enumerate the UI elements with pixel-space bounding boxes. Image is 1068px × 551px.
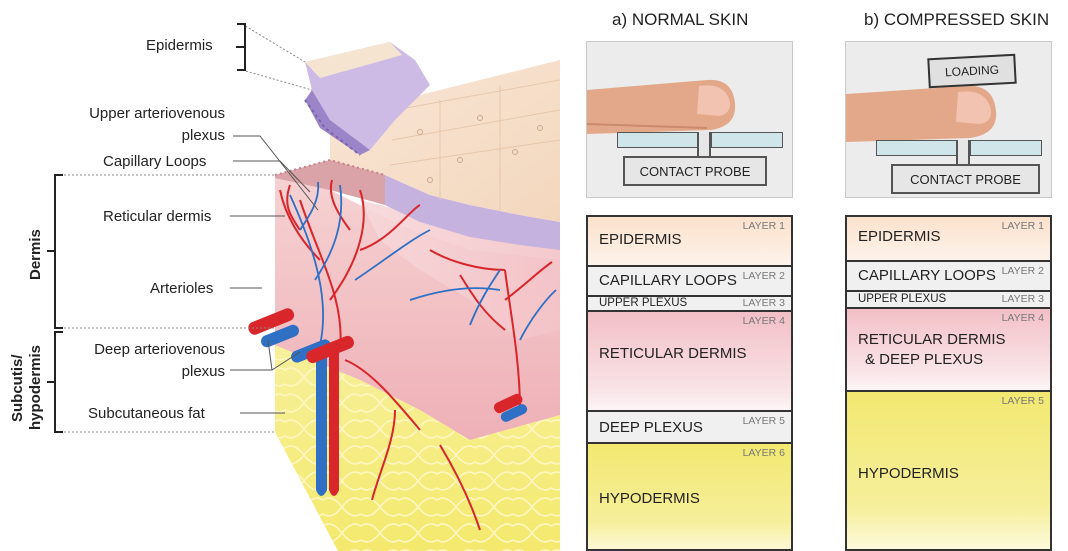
label-arterioles: Arterioles	[150, 280, 213, 297]
label-reticular-dermis: Reticular dermis	[103, 208, 211, 225]
probe-glass-right-compressed	[970, 140, 1042, 156]
label-dermis-bracket: Dermis	[27, 229, 44, 280]
probe-glass-left-compressed	[876, 140, 958, 156]
normal-layer-1: EPIDERMIS LAYER 1	[588, 217, 791, 267]
label-subcutaneous-fat: Subcutaneous fat	[88, 405, 205, 422]
probe-stem-compressed	[956, 140, 970, 164]
compressed-layer-4: RETICULAR DERMIS & DEEP PLEXUS LAYER 4	[847, 309, 1050, 392]
main-artery	[329, 350, 339, 490]
normal-layer-4: RETICULAR DERMIS LAYER 4	[588, 312, 791, 412]
main-vein	[316, 350, 327, 490]
normal-skin-title: a) NORMAL SKIN	[612, 10, 748, 30]
compressed-probe-panel: LOADING CONTACT PROBE	[845, 41, 1052, 198]
normal-layer-stack: EPIDERMIS LAYER 1 CAPILLARY LOOPS LAYER …	[586, 215, 793, 551]
normal-layer-5: DEEP PLEXUS LAYER 5	[588, 412, 791, 444]
normal-contact-probe: CONTACT PROBE	[623, 156, 767, 186]
loading-weight: LOADING	[927, 54, 1016, 89]
normal-layer-6: HYPODERMIS LAYER 6	[588, 444, 791, 551]
compressed-contact-probe: CONTACT PROBE	[891, 164, 1040, 194]
compressed-layer-1: EPIDERMIS LAYER 1	[847, 217, 1050, 262]
probe-glass-left	[617, 132, 699, 148]
probe-stem	[697, 132, 711, 156]
label-subcutis-line1: Subcutis/	[9, 354, 26, 422]
compressed-skin-title: b) COMPRESSED SKIN	[864, 10, 1049, 30]
probe-glass-right	[711, 132, 783, 148]
label-capillary-loops: Capillary Loops	[103, 153, 206, 170]
normal-layer-3: UPPER PLEXUS LAYER 3	[588, 297, 791, 312]
compressed-layer-5: HYPODERMIS LAYER 5	[847, 392, 1050, 551]
epidermis-bracket	[236, 24, 245, 70]
compressed-layer-2: CAPILLARY LOOPS LAYER 2	[847, 262, 1050, 292]
compressed-layer-stack: EPIDERMIS LAYER 1 CAPILLARY LOOPS LAYER …	[845, 215, 1052, 551]
label-deep-plexus: Deep arteriovenous plexus	[60, 339, 225, 383]
compressed-layer-3: UPPER PLEXUS LAYER 3	[847, 292, 1050, 309]
normal-layer-2: CAPILLARY LOOPS LAYER 2	[588, 267, 791, 297]
dermis-bracket	[47, 175, 63, 328]
label-epidermis: Epidermis	[146, 37, 213, 54]
normal-probe-panel: CONTACT PROBE	[586, 41, 793, 198]
label-subcutis-line2: hypodermis	[27, 345, 44, 430]
label-upper-plexus: Upper arteriovenous plexus	[60, 103, 225, 147]
skin-anatomy-illustration	[0, 0, 560, 551]
